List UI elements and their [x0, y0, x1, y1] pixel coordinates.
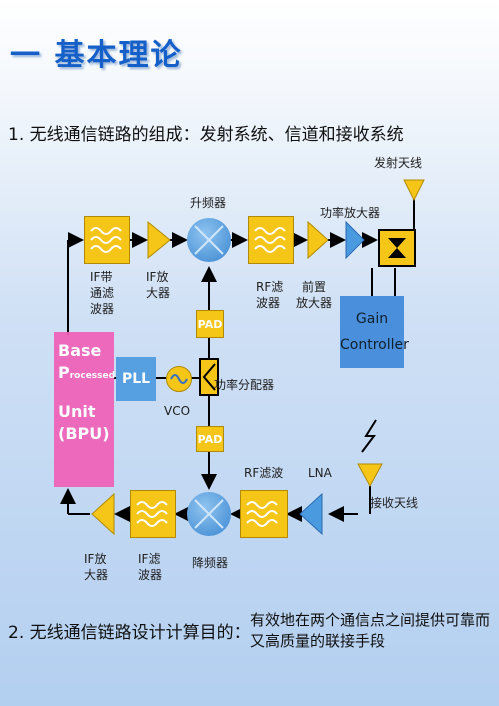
- preamp-label-1: 前置: [302, 280, 327, 294]
- bbu-label-2: P: [58, 363, 70, 382]
- preamp-label-2: 放大器: [296, 296, 333, 310]
- bbu-label-1: Base: [58, 341, 102, 360]
- downconverter-mixer: [187, 492, 231, 536]
- vco-label: VCO: [164, 404, 191, 418]
- upconverter-label: 升频器: [190, 196, 227, 210]
- rf-filter-rx: [240, 490, 288, 538]
- if-amp-label-2: 大器: [146, 286, 171, 300]
- if-filter-rx: [130, 490, 176, 538]
- filter-wave-icon: [246, 501, 278, 527]
- rf-filter-tx: [248, 216, 294, 264]
- rf-filter-tx-label-1: RF滤: [256, 280, 284, 294]
- lna-label: LNA: [308, 466, 332, 480]
- tx-switch-block: [378, 229, 416, 267]
- mixer-cross-icon: [194, 225, 224, 255]
- rf-filter-rx-label: RF滤波: [244, 466, 284, 480]
- slide-title: 一 基本理论: [10, 38, 183, 73]
- upconverter-mixer: [187, 218, 231, 262]
- pad-lower: PAD: [196, 426, 224, 452]
- filter-wave-icon: [136, 501, 168, 527]
- baseband-unit: Base Processed Unit (BPU): [54, 332, 116, 487]
- gain-label-1: Gain: [355, 311, 389, 327]
- power-amp-label: 功率放大器: [320, 206, 381, 220]
- heading-design-purpose: 2. 无线通信链路设计计算目的：: [8, 623, 251, 643]
- if-amp-rx-label-1: IF放: [84, 552, 107, 566]
- if-bpf-label-2: 通滤: [90, 286, 115, 300]
- bbu-label-3: Unit: [58, 402, 96, 421]
- if-bandpass-filter: [84, 216, 130, 264]
- heading-link-composition: 1. 无线通信链路的组成：发射系统、信道和接收系统: [8, 125, 404, 145]
- rx-antenna-label: 接收天线: [370, 496, 419, 510]
- power-divider: [199, 358, 219, 396]
- filter-wave-icon: [90, 227, 122, 253]
- if-amp-rx-label-2: 大器: [84, 568, 109, 582]
- design-purpose-text: 有效地在两个通信点之间提供可靠而又高质量的联接手段: [250, 611, 491, 650]
- hourglass-icon: [388, 238, 406, 258]
- rf-filter-tx-label-2: 波器: [256, 296, 281, 310]
- if-filter-rx-label-2: 波器: [138, 568, 163, 582]
- bbu-label-4: (BPU): [58, 424, 110, 443]
- if-filter-rx-label-1: IF滤: [138, 552, 161, 566]
- gain-controller: Gain Controller: [340, 296, 409, 368]
- if-bpf-label-1: IF带: [90, 270, 113, 284]
- tx-antenna-label: 发射天线: [374, 156, 423, 170]
- power-divider-label: 功率分配器: [214, 378, 275, 392]
- filter-wave-icon: [254, 227, 286, 253]
- divider-arrow-icon: [202, 363, 216, 391]
- if-amp-label-1: IF放: [146, 270, 169, 284]
- gain-label-2: Controller: [340, 337, 409, 353]
- vco-oscillator: [166, 366, 192, 392]
- pll-block: PLL: [116, 357, 156, 401]
- mixer-cross-icon: [194, 499, 224, 529]
- if-bpf-label-3: 波器: [90, 302, 115, 316]
- downconverter-label: 降频器: [192, 556, 229, 570]
- pad-upper: PAD: [196, 310, 224, 338]
- sine-wave-icon: [170, 374, 188, 384]
- bbu-label-2-small: rocessed: [69, 371, 116, 381]
